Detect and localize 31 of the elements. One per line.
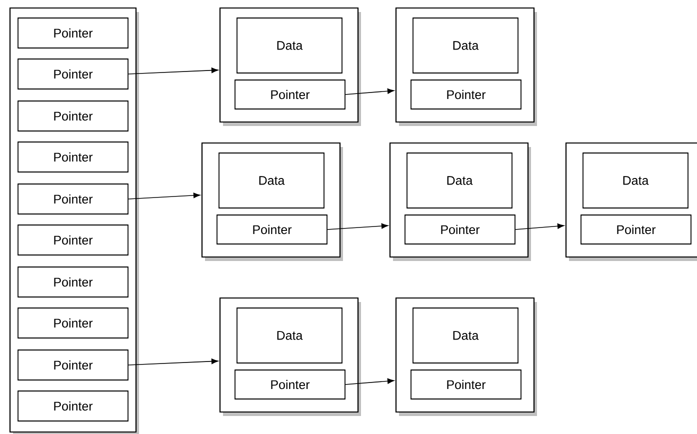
pointer-cell: Pointer bbox=[18, 100, 128, 132]
data-field: Data bbox=[406, 152, 512, 208]
data-field: Data bbox=[412, 308, 518, 364]
data-field: Data bbox=[218, 152, 324, 208]
arrow bbox=[128, 192, 200, 200]
arrow bbox=[345, 378, 394, 385]
pointer-cell: Pointer bbox=[18, 18, 128, 48]
pointer-field: Pointer bbox=[234, 80, 346, 110]
pointer-field: Pointer bbox=[216, 214, 328, 244]
pointer-cell: Pointer bbox=[18, 266, 128, 298]
arrow bbox=[128, 358, 218, 366]
pointer-cell: Pointer bbox=[18, 308, 128, 338]
pointer-field: Pointer bbox=[410, 80, 522, 110]
data-field: Data bbox=[236, 308, 342, 364]
pointer-cell: Pointer bbox=[18, 142, 128, 172]
pointer-cell: Pointer bbox=[18, 224, 128, 256]
pointer-cell: Pointer bbox=[18, 184, 128, 214]
data-field: Data bbox=[412, 18, 518, 74]
pointer-cell: Pointer bbox=[18, 58, 128, 90]
data-field: Data bbox=[236, 18, 342, 74]
pointer-field: Pointer bbox=[404, 214, 516, 244]
pointer-cell: Pointer bbox=[18, 390, 128, 422]
arrow bbox=[515, 223, 564, 230]
data-field: Data bbox=[582, 152, 688, 208]
arrow bbox=[128, 68, 218, 74]
arrow bbox=[327, 223, 388, 230]
pointer-field: Pointer bbox=[234, 370, 346, 400]
pointer-field: Pointer bbox=[410, 370, 522, 400]
pointer-field: Pointer bbox=[580, 214, 692, 244]
arrow bbox=[345, 88, 394, 95]
pointer-cell: Pointer bbox=[18, 350, 128, 380]
